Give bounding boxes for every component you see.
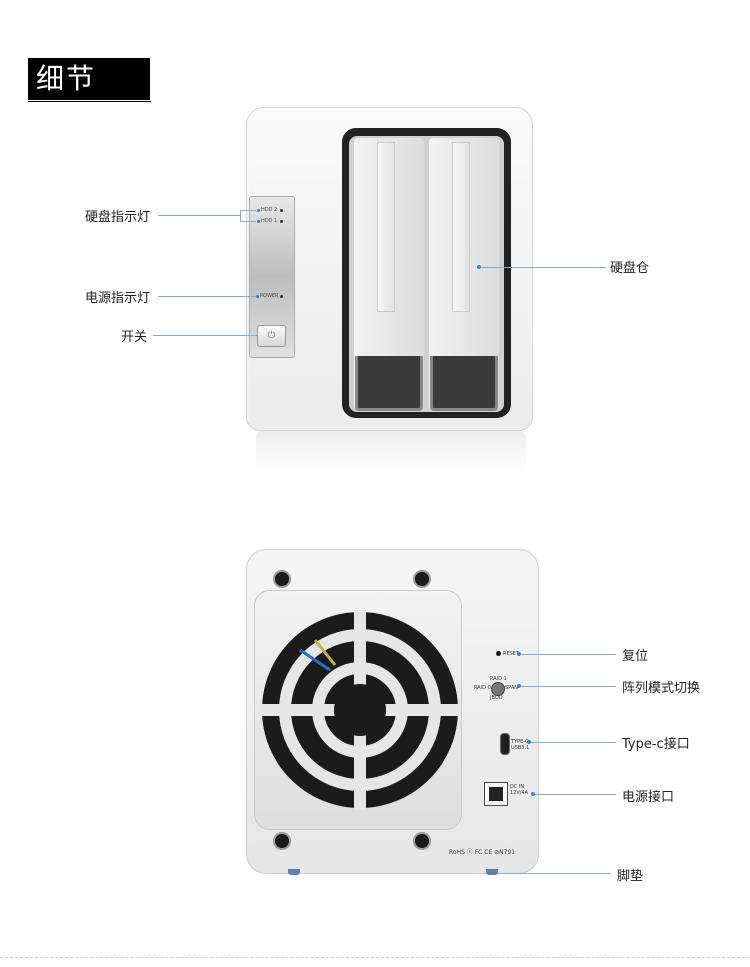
tray-handle-right[interactable] bbox=[430, 356, 498, 411]
tray-strip-left bbox=[377, 142, 395, 312]
callout-power-led: 电源指示灯 bbox=[85, 291, 151, 306]
screw-top-left bbox=[273, 570, 291, 588]
foot-pad-left bbox=[288, 869, 300, 875]
screw-top-right bbox=[413, 570, 431, 588]
raid-mode-dial[interactable] bbox=[491, 682, 505, 696]
point-reset bbox=[517, 652, 521, 656]
bottom-divider bbox=[0, 957, 750, 958]
reset-hole[interactable] bbox=[496, 651, 501, 656]
power-led-label: POWER bbox=[260, 293, 279, 299]
point-typec bbox=[527, 740, 531, 744]
callout-disk-led: 硬盘指示灯 bbox=[85, 210, 151, 225]
raid1-label: RAID 1 bbox=[490, 676, 507, 682]
section-title: 细节 bbox=[28, 58, 150, 100]
power-indicator bbox=[280, 295, 283, 298]
power-switch-button[interactable]: ⏻ bbox=[257, 325, 286, 347]
dc-power-port[interactable] bbox=[484, 782, 508, 806]
foot-pad-right bbox=[486, 869, 498, 875]
line-power-led bbox=[158, 296, 256, 297]
hdd1-label: HDD 1 bbox=[261, 218, 278, 224]
typec-bottom-label: USB3.1 bbox=[511, 745, 530, 751]
hdd1-indicator bbox=[280, 220, 283, 223]
point-disk-bay bbox=[477, 265, 481, 269]
dc-volt-label: 12V/4A bbox=[510, 790, 529, 796]
reset-label: RESET bbox=[503, 651, 520, 657]
callout-switch: 开关 bbox=[121, 330, 148, 345]
line-raid bbox=[521, 686, 616, 687]
callout-reset: 复位 bbox=[622, 649, 649, 664]
front-reflection bbox=[256, 430, 526, 470]
line-switch bbox=[153, 335, 257, 336]
line-disk-led-top bbox=[240, 210, 256, 211]
dc-in-label: DC IN bbox=[510, 784, 525, 790]
screw-bottom-left bbox=[273, 832, 291, 850]
fan-grille-icon bbox=[260, 610, 460, 810]
screw-bottom-right bbox=[413, 832, 431, 850]
power-icon: ⏻ bbox=[267, 330, 276, 341]
regulatory-marks: RoHS ⓧ FC CE ⊘N791 bbox=[449, 849, 516, 856]
point-raid bbox=[517, 684, 521, 688]
power-led bbox=[256, 295, 259, 298]
callout-power-port: 电源接口 bbox=[622, 790, 675, 805]
line-power-port bbox=[535, 794, 616, 795]
title-underline bbox=[28, 101, 151, 102]
line-typec bbox=[531, 742, 616, 743]
line-disk-led-bottom bbox=[240, 221, 256, 222]
hdd1-led bbox=[257, 220, 260, 223]
line-disk-bay bbox=[481, 267, 606, 268]
callout-disk-bay: 硬盘仓 bbox=[610, 261, 650, 276]
hdd2-label: HDD 2 bbox=[261, 207, 278, 213]
line-foot-pad bbox=[498, 873, 611, 874]
point-power-port bbox=[531, 792, 535, 796]
typec-port[interactable] bbox=[500, 733, 510, 755]
line-disk-led bbox=[158, 215, 240, 216]
jbod-label: JBOD bbox=[490, 695, 503, 701]
hdd2-led bbox=[257, 209, 260, 212]
dc-port-socket bbox=[489, 787, 503, 801]
callout-typec: Type-c接口 bbox=[622, 737, 690, 752]
raid0-label: RAID 0 bbox=[474, 685, 491, 691]
line-disk-led-bracket bbox=[240, 210, 241, 222]
tray-strip-right bbox=[452, 142, 470, 312]
callout-raid-mode: 阵列模式切换 bbox=[622, 681, 701, 696]
hdd2-indicator bbox=[280, 209, 283, 212]
typec-top-label: TYPE-C bbox=[511, 739, 529, 745]
tray-handle-left[interactable] bbox=[355, 356, 423, 411]
line-reset bbox=[521, 654, 616, 655]
callout-foot-pad: 脚垫 bbox=[617, 869, 644, 884]
span-label: SPAN bbox=[505, 685, 519, 691]
